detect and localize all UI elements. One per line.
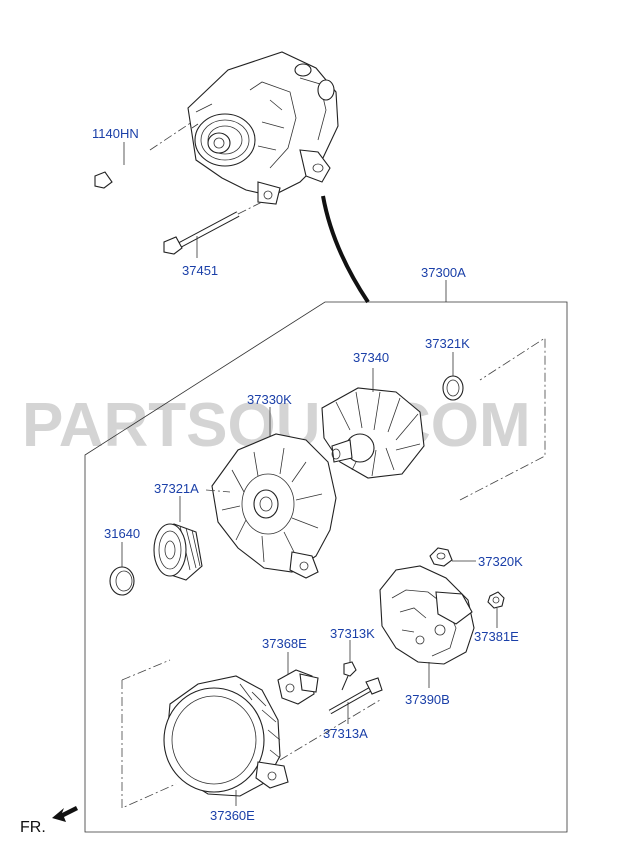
complete-alternator[interactable] (187, 51, 339, 205)
rear-bracket[interactable] (163, 675, 289, 797)
label-37300a[interactable]: 37300A (421, 265, 466, 280)
brush-holder[interactable] (277, 669, 319, 705)
label-1140hn[interactable]: 1140HN (92, 126, 139, 141)
label-37330k[interactable]: 37330K (247, 392, 292, 407)
rotor[interactable] (321, 387, 425, 479)
front-bracket[interactable] (211, 433, 337, 579)
label-37313k[interactable]: 37313K (330, 626, 375, 641)
direction-label: FR. (20, 819, 46, 836)
holder-screw[interactable] (341, 661, 357, 691)
dash-37451 (237, 201, 263, 215)
label-37320k[interactable]: 37320K (478, 554, 523, 569)
label-37360e[interactable]: 37360E (210, 808, 255, 823)
lower-axis-mid (279, 699, 381, 761)
rotor-ring[interactable] (442, 375, 464, 401)
label-37340[interactable]: 37340 (353, 350, 389, 365)
pulley-cap[interactable] (109, 566, 135, 596)
front-arrow-icon (52, 806, 78, 822)
label-37313a[interactable]: 37313A (323, 726, 368, 741)
rear-cover[interactable] (379, 565, 475, 665)
pulley[interactable] (153, 523, 203, 581)
label-37451[interactable]: 37451 (182, 263, 218, 278)
through-bolt[interactable] (328, 677, 383, 715)
small-nut[interactable] (487, 591, 505, 609)
label-37321a[interactable]: 37321A (154, 481, 199, 496)
rotor-axis-box (459, 337, 546, 501)
dash-1140hn (149, 121, 193, 151)
label-37390b[interactable]: 37390B (405, 692, 450, 707)
connector-curve (321, 195, 370, 304)
dash-front-bracket (205, 489, 231, 493)
lower-axis-top (121, 659, 171, 681)
terminal-nut[interactable] (429, 547, 453, 567)
lower-axis-box (121, 680, 177, 809)
label-31640[interactable]: 31640 (104, 526, 140, 541)
bolt-1140hn[interactable] (94, 142, 151, 189)
label-37381e[interactable]: 37381E (474, 629, 519, 644)
bolt-37451[interactable] (163, 211, 240, 258)
label-37321k[interactable]: 37321K (425, 336, 470, 351)
label-37368e[interactable]: 37368E (262, 636, 307, 651)
